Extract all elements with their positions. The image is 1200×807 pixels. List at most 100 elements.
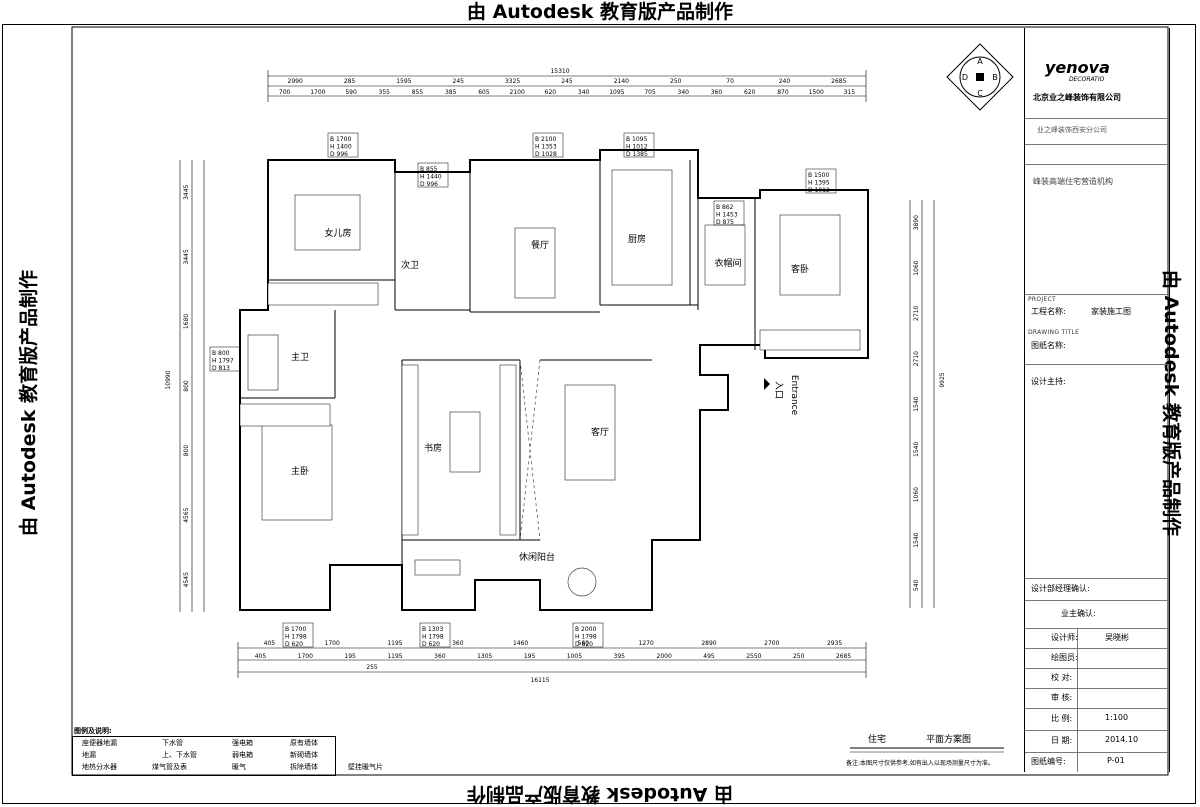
bottom-dim-label: 2550 xyxy=(746,653,761,660)
drawing-name-label: 图纸名称: xyxy=(1031,341,1066,350)
window-spec-text: B 862 xyxy=(716,204,734,211)
svg-text:A: A xyxy=(977,57,983,66)
legend-item: 拆除墙体 xyxy=(290,763,318,771)
top-dimension-lines xyxy=(267,70,867,102)
window-spec-text: D 1385 xyxy=(626,151,648,158)
legend-item: 原有墙体 xyxy=(290,739,318,747)
window-spec-text: H 1797 xyxy=(212,358,234,365)
top-dim-label: 620 xyxy=(744,89,756,96)
legend-item: 煤气管及表 xyxy=(152,763,187,771)
top-dim-label: 70 xyxy=(726,78,734,85)
top-dim-label: 705 xyxy=(644,89,656,96)
bottom-dim-label: 1195 xyxy=(387,653,402,660)
window-spec-text: B 800 xyxy=(212,350,230,357)
right-dim-label: 1060 xyxy=(913,260,920,275)
entrance-arrow-icon xyxy=(764,378,770,390)
top-dim-label: 340 xyxy=(578,89,590,96)
legend-item: 地热分水器 xyxy=(82,763,117,771)
legend-item: 强电箱 xyxy=(232,739,253,747)
left-dim-label: 1680 xyxy=(183,314,190,329)
window-spec-text: H 1395 xyxy=(808,180,830,187)
bottom-dim-label: 2000 xyxy=(657,653,672,660)
left-dimension-lines xyxy=(179,160,205,612)
drafter-label: 绘图员: xyxy=(1051,653,1078,662)
svg-text:C: C xyxy=(977,89,983,98)
top-dim-label: 355 xyxy=(379,89,391,96)
designer-name: 吴晓彬 xyxy=(1105,633,1129,642)
window-spec-box xyxy=(532,132,564,158)
bottom-dim-label: 560 xyxy=(578,640,590,647)
bottom-dim-label: 1700 xyxy=(298,653,313,660)
project-name: 家装施工图 xyxy=(1091,307,1131,316)
left-dim-label: 800 xyxy=(183,380,190,392)
legend-box xyxy=(72,736,336,776)
top-dim-label: 2990 xyxy=(288,78,303,85)
house-type: 住宅 xyxy=(868,735,887,745)
right-dim-label: 2710 xyxy=(913,306,920,321)
top-dim-label: 605 xyxy=(478,89,490,96)
window-spec-box xyxy=(623,132,655,158)
window-spec-text: D 620 xyxy=(575,641,593,648)
room-master-bath: 主卫 xyxy=(291,351,309,363)
bottom-dim-label: 1700 xyxy=(325,640,340,647)
room-storage: 衣帽间 xyxy=(714,257,741,269)
window-spec-text: B 2000 xyxy=(575,626,596,633)
bottom-dim-label: 1195 xyxy=(387,640,402,647)
room-master-bed: 主卧 xyxy=(291,465,309,477)
window-spec-text: D 1012 xyxy=(808,187,830,194)
window-spec-text: B 1095 xyxy=(626,136,647,143)
window-spec-text: B 1700 xyxy=(330,136,351,143)
window-spec-text: B 855 xyxy=(420,166,438,173)
branch-name: 业之峰装饰西安分公司 xyxy=(1037,126,1107,134)
drawing-no: P-01 xyxy=(1107,756,1125,765)
room-kitchen: 厨房 xyxy=(628,233,646,245)
top-total-dim: 15310 xyxy=(550,68,569,75)
entrance-en: Entrance xyxy=(789,375,799,416)
legend: 图例及说明: 座便器地漏 下水管 强电箱 原有墙体 地漏 上、下水管 弱电箱 新… xyxy=(72,726,452,776)
designer-label: 设计师: xyxy=(1051,633,1078,642)
window-spec-box xyxy=(713,200,745,226)
date-value: 2014.10 xyxy=(1105,735,1139,744)
legend-item: 壁挂暖气片 xyxy=(348,763,383,771)
drawing-title-label: DRAWING TITLE xyxy=(1028,329,1080,336)
svg-text:D: D xyxy=(962,73,968,82)
right-dim-label: 2710 xyxy=(913,351,920,366)
svg-text:B: B xyxy=(992,73,998,82)
window-spec-box xyxy=(417,162,449,188)
top-dim-label: 245 xyxy=(453,78,465,85)
top-dim-label: 1095 xyxy=(609,89,624,96)
top-dim-label: 1500 xyxy=(809,89,824,96)
review-label: 审 核: xyxy=(1051,693,1073,702)
bottom-dim-label: 395 xyxy=(614,653,626,660)
project-label: PROJECT xyxy=(1028,296,1057,303)
bottom-dimension-lines xyxy=(237,642,867,678)
window-spec-text: D 813 xyxy=(212,365,230,372)
legend-item: 座便器地漏 xyxy=(82,739,117,747)
top-dim-label: 245 xyxy=(561,78,573,85)
bottom-dim-label: 360 xyxy=(452,640,464,647)
window-spec-text: D 996 xyxy=(420,181,438,188)
legend-item: 弱电箱 xyxy=(232,751,253,759)
brand-sub: DECORATIO xyxy=(1069,76,1105,83)
legend-title: 图例及说明: xyxy=(74,727,112,735)
top-dim-label: 620 xyxy=(545,89,557,96)
cabinets xyxy=(239,224,861,536)
room-living: 客厅 xyxy=(591,426,609,438)
room-second-bath: 次卫 xyxy=(401,259,419,271)
bottom-dim-label: 1460 xyxy=(513,640,528,647)
top-dim-label: 2140 xyxy=(614,78,629,85)
left-dim-label: 3445 xyxy=(183,249,190,264)
bottom-dim-label: 405 xyxy=(255,653,267,660)
legend-item: 暖气 xyxy=(232,763,246,771)
top-dim-label: 360 xyxy=(711,89,723,96)
bottom-dim-label: 2700 xyxy=(764,640,779,647)
watermark-top: 由 Autodesk 教育版产品制作 xyxy=(466,1,734,23)
window-spec-text: H 1353 xyxy=(535,144,557,151)
room-guest: 客卧 xyxy=(791,263,809,275)
top-dim-label: 700 xyxy=(279,89,291,96)
tb-divider xyxy=(1077,628,1078,772)
brand-logo: yenova xyxy=(1045,58,1110,77)
